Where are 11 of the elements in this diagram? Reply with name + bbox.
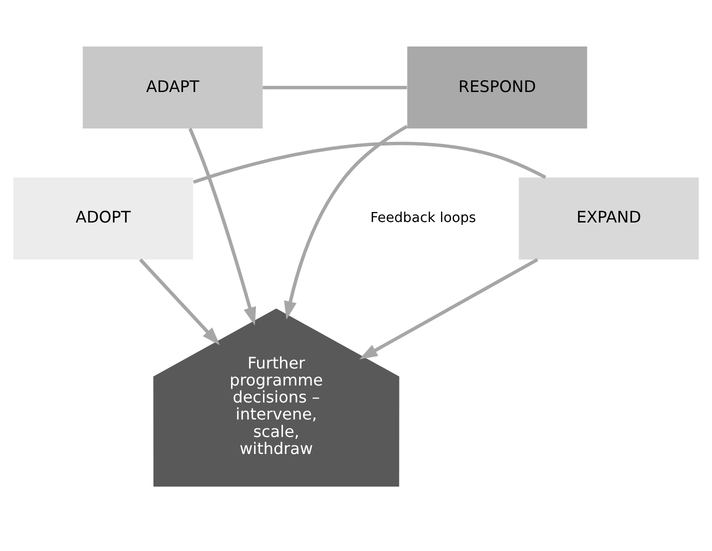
- arrow: [139, 258, 220, 345]
- connector: [262, 85, 407, 89]
- arrow: [284, 124, 408, 320]
- arrow: [359, 258, 538, 359]
- arrow: [188, 127, 256, 326]
- node-box: ADOPT: [13, 177, 194, 259]
- node-box: RESPOND: [407, 46, 588, 128]
- connector: [193, 141, 546, 184]
- label: Feedback loops: [370, 210, 476, 226]
- node-box: EXPAND: [518, 177, 699, 259]
- node-box: ADAPT: [82, 46, 263, 128]
